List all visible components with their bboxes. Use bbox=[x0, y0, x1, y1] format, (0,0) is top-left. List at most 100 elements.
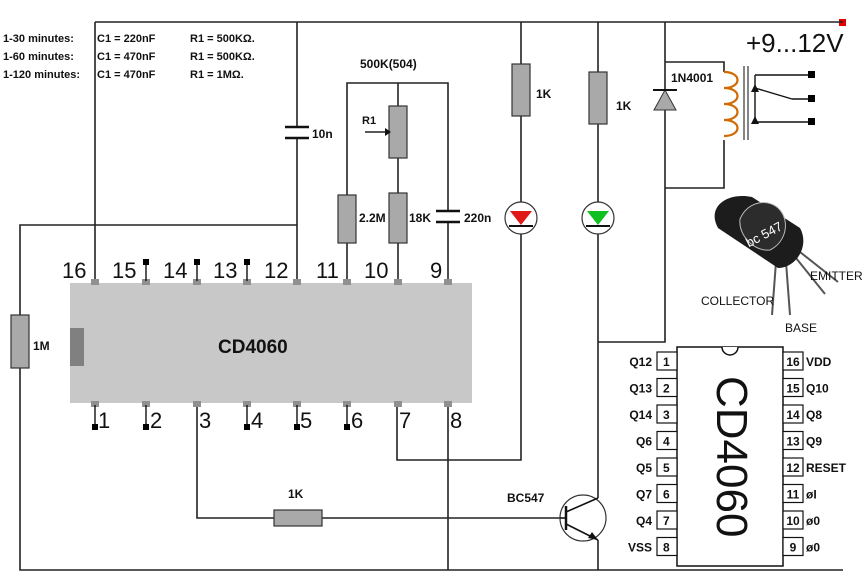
relay bbox=[723, 66, 815, 140]
transistor-label: BC547 bbox=[507, 491, 545, 505]
pinout-left-pin-box bbox=[656, 483, 678, 504]
pinout-right-pin-num: 9 bbox=[790, 541, 797, 555]
pin-num-11: 11 bbox=[316, 258, 339, 283]
pinout-right-pin-num: 11 bbox=[787, 488, 800, 502]
pinout-right-pin-box bbox=[782, 483, 804, 504]
note-c-1: C1 = 220nF bbox=[97, 33, 156, 45]
pinout-left-pin-name: Q5 bbox=[636, 461, 652, 475]
res-1k-red-led: 1K bbox=[511, 63, 552, 117]
pin-num-8: 8 bbox=[450, 408, 462, 433]
pin-num-7: 7 bbox=[399, 408, 411, 433]
pot-name: R1 bbox=[362, 115, 376, 127]
pin-num-14: 14 bbox=[163, 258, 187, 283]
supply-label: +9...12V bbox=[746, 28, 844, 58]
pinout-left-pin-num: 4 bbox=[663, 435, 670, 449]
pin-num-13: 13 bbox=[213, 258, 237, 283]
note-c-3: C1 = 470nF bbox=[97, 69, 156, 81]
res-1m: 1M bbox=[10, 314, 50, 369]
ic-cd4060-main: CD4060 16 15 14 13 12 11 10 9 1 2 3 4 5 … bbox=[62, 258, 472, 433]
diode-label: 1N4001 bbox=[671, 71, 713, 85]
pinout-right-pin-box bbox=[782, 404, 804, 424]
cap-220n-label: 220n bbox=[464, 211, 491, 225]
pinout-left-pin-name: Q14 bbox=[629, 408, 652, 422]
pinout-right-pin-name: Q8 bbox=[806, 408, 822, 422]
pinout-right-pin-name: ø0 bbox=[806, 514, 820, 528]
pinout-left-pin-name: Q12 bbox=[629, 355, 652, 369]
pinout-left-pin-box bbox=[656, 377, 678, 398]
pin-num-16: 16 bbox=[62, 258, 86, 283]
pinout-left-pin-name: VSS bbox=[628, 541, 652, 555]
pot-title: 500K(504) bbox=[360, 57, 417, 71]
pinout-right-pin-num: 16 bbox=[786, 355, 800, 369]
pinout-left-pin-box bbox=[656, 351, 678, 371]
pinout-title: CD4060 bbox=[707, 376, 756, 537]
pinout-left-pin-box bbox=[656, 457, 678, 477]
res-base-label: 1K bbox=[288, 487, 304, 501]
pinout-left-pin-box bbox=[656, 430, 678, 451]
pinout-left-pin-box bbox=[656, 510, 678, 530]
pin-num-10: 10 bbox=[364, 258, 388, 283]
pinout-right-pin-name: ø0 bbox=[806, 541, 820, 555]
pin-num-3: 3 bbox=[199, 408, 211, 433]
note-r-1: R1 = 500KΩ. bbox=[190, 33, 255, 45]
pinout-right-pin-box bbox=[782, 457, 804, 477]
pinout-left-pin-num: 6 bbox=[663, 488, 670, 502]
bc547-collector-label: COLLECTOR bbox=[701, 294, 774, 308]
pinout-left-pin-num: 7 bbox=[663, 514, 670, 528]
res-1k-green-led: 1K bbox=[588, 71, 632, 125]
pinout-right-pin-num: 10 bbox=[786, 514, 800, 528]
pinout-right-pin-name: RESET bbox=[806, 461, 847, 475]
pinout-right-pin-box bbox=[782, 377, 804, 398]
pinout-right-pin-num: 13 bbox=[786, 435, 800, 449]
note-range-2: 1-60 minutes: bbox=[3, 51, 74, 63]
pinout-left-pin-num: 2 bbox=[663, 382, 670, 396]
pinout-left-pin-num: 3 bbox=[663, 408, 670, 422]
green-led bbox=[581, 201, 615, 235]
pinout-left-pin-num: 8 bbox=[663, 541, 670, 555]
bc547-package: bc 547 COLLECTOR EMITTER BASE bbox=[701, 195, 863, 335]
timing-notes: 1-30 minutes: C1 = 220nF R1 = 500KΩ. 1-6… bbox=[3, 33, 255, 81]
wires bbox=[19, 21, 843, 571]
cap-220n: 220n bbox=[436, 209, 491, 225]
res-2m2: 2.2M bbox=[337, 194, 386, 244]
pin-num-5: 5 bbox=[300, 408, 312, 433]
bc547-symbol: BC547 bbox=[507, 491, 607, 542]
pinout-left-pin-box bbox=[656, 404, 678, 424]
pinout-left-pin-box bbox=[656, 536, 678, 557]
potentiometer-r1: R1 bbox=[362, 105, 408, 159]
red-led bbox=[504, 201, 538, 235]
pin-num-2: 2 bbox=[150, 408, 162, 433]
pinout-right-pin-name: Q9 bbox=[806, 435, 822, 449]
res-1k-b-label: 1K bbox=[616, 99, 632, 113]
diode-1n4001: 1N4001 bbox=[653, 71, 713, 111]
pinout-right-pin-box bbox=[782, 430, 804, 451]
pinout-right-pin-num: 15 bbox=[786, 382, 800, 396]
pinout-right-pin-box bbox=[782, 536, 804, 557]
res-18k: 18K bbox=[388, 192, 431, 244]
note-range-1: 1-30 minutes: bbox=[3, 33, 74, 45]
pinout-left-pin-name: Q13 bbox=[629, 382, 652, 396]
pinout-left-pin-num: 5 bbox=[663, 461, 670, 475]
note-range-3: 1-120 minutes: bbox=[3, 69, 80, 81]
bc547-base-label: BASE bbox=[785, 321, 817, 335]
res-1k-base: 1K bbox=[273, 487, 323, 527]
pin-num-12: 12 bbox=[264, 258, 288, 283]
note-c-2: C1 = 470nF bbox=[97, 51, 156, 63]
pinout-right-pin-box bbox=[782, 351, 804, 371]
res-1k-a-label: 1K bbox=[536, 87, 552, 101]
pinout-left-pin-num: 1 bbox=[663, 355, 670, 369]
pinout-left-pin-name: Q4 bbox=[636, 514, 652, 528]
cap-10n-label: 10n bbox=[312, 127, 333, 141]
res-18k-label: 18K bbox=[409, 211, 431, 225]
res-2m2-label: 2.2M bbox=[359, 211, 386, 225]
pinout-left-pin-name: Q6 bbox=[636, 435, 652, 449]
pinout-right-pin-name: øI bbox=[806, 488, 817, 502]
pinout-right-pin-box bbox=[782, 510, 804, 530]
res-1m-label: 1M bbox=[33, 339, 50, 353]
pin-num-15: 15 bbox=[112, 258, 136, 283]
cd4060-pinout: CD4060 bbox=[676, 346, 784, 567]
pinout-left-pin-name: Q7 bbox=[636, 488, 652, 502]
